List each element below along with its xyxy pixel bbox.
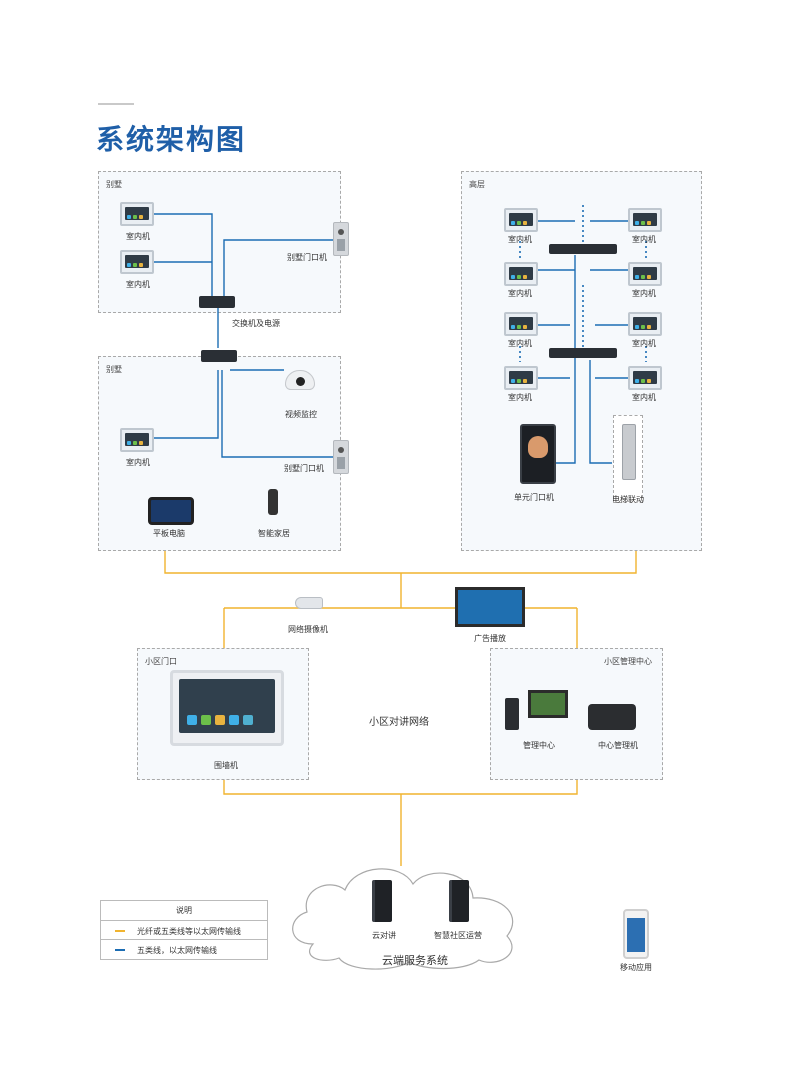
indoor-label: 室内机	[508, 235, 532, 244]
mgmt-center-label: 管理中心	[523, 741, 555, 750]
title-rule	[98, 103, 134, 105]
management-console-icon	[588, 704, 636, 730]
switch-power-label: 交换机及电源	[232, 319, 280, 328]
indoor-label: 室内机	[508, 289, 532, 298]
network-switch-icon	[199, 296, 235, 308]
indoor-monitor-icon	[120, 428, 154, 452]
legend: 说明 光纤或五类线等以太网传输线 五类线，以太网传输线	[100, 900, 268, 960]
network-camera-label: 网络摄像机	[288, 625, 328, 634]
indoor-monitor-icon	[504, 208, 538, 232]
network-switch-icon	[549, 348, 617, 358]
indoor-label: 室内机	[126, 458, 150, 467]
indoor-monitor-icon	[504, 312, 538, 336]
fiber-lines	[164, 551, 637, 866]
indoor-monitor-icon	[120, 250, 154, 274]
server-icon	[372, 880, 392, 922]
indoor-label: 室内机	[632, 289, 656, 298]
dotted-links	[519, 205, 647, 362]
fence-terminal-icon	[170, 670, 284, 746]
page-title: 系统架构图	[96, 123, 247, 156]
indoor-monitor-icon	[628, 312, 662, 336]
face-recognition-door-icon	[520, 424, 556, 484]
elevator-label: 电梯联动	[612, 495, 644, 504]
panel-label-villa-top: 别墅	[106, 180, 122, 189]
tablet-icon	[148, 497, 194, 525]
mobile-phone-icon	[623, 909, 649, 959]
indoor-label: 室内机	[632, 339, 656, 348]
indoor-monitor-icon	[628, 208, 662, 232]
villa-door-station-icon	[333, 440, 349, 474]
panel-label-gate: 小区门口	[145, 657, 177, 666]
mobile-app-label: 移动应用	[620, 963, 652, 972]
unit-door-label: 单元门口机	[514, 493, 554, 502]
indoor-monitor-icon	[504, 262, 538, 286]
elevator-panel-icon	[613, 415, 643, 503]
indoor-label: 室内机	[632, 393, 656, 402]
cloud-intercom-label: 云对讲	[372, 931, 396, 940]
villa-door-label: 别墅门口机	[287, 253, 327, 262]
pc-monitor-icon	[528, 690, 568, 718]
legend-text-fiber: 光纤或五类线等以太网传输线	[137, 927, 241, 936]
panel-label-highrise: 高层	[469, 180, 485, 189]
ad-display-icon	[455, 587, 525, 627]
indoor-monitor-icon	[628, 262, 662, 286]
legend-row-fiber: 光纤或五类线等以太网传输线	[101, 920, 267, 941]
server-icon	[449, 880, 469, 922]
center-mgmt-unit-label: 中心管理机	[598, 741, 638, 750]
indoor-monitor-icon	[504, 366, 538, 390]
legend-swatch-fiber	[115, 930, 125, 932]
smart-home-phone-icon	[268, 489, 278, 515]
villa-door-label: 别墅门口机	[284, 464, 324, 473]
video-surveillance-label: 视频监控	[285, 410, 317, 419]
panel-label-villa-bottom: 别墅	[106, 365, 122, 374]
indoor-label: 室内机	[508, 339, 532, 348]
legend-swatch-cat5	[115, 949, 125, 951]
pc-tower-icon	[505, 698, 519, 730]
indoor-label: 室内机	[508, 393, 532, 402]
panel-villa-top	[98, 171, 341, 313]
panel-highrise	[461, 171, 702, 551]
smart-home-label: 智能家居	[258, 529, 290, 538]
legend-title: 说明	[176, 906, 192, 915]
panel-label-mgmt: 小区管理中心	[604, 657, 652, 666]
intercom-network-label: 小区对讲网络	[369, 717, 429, 728]
network-switch-icon	[549, 244, 617, 254]
network-switch-icon	[201, 350, 237, 362]
indoor-label: 室内机	[126, 280, 150, 289]
tablet-label: 平板电脑	[153, 529, 185, 538]
cat5-lines	[152, 213, 628, 464]
indoor-monitor-icon	[628, 366, 662, 390]
indoor-monitor-icon	[120, 202, 154, 226]
bullet-camera-icon	[295, 597, 323, 609]
indoor-label: 室内机	[126, 232, 150, 241]
smart-community-ops-label: 智慧社区运营	[434, 931, 482, 940]
cloud-service-label: 云端服务系统	[382, 954, 448, 967]
indoor-label: 室内机	[632, 235, 656, 244]
fence-unit-label: 围墙机	[214, 761, 238, 770]
villa-door-station-icon	[333, 222, 349, 256]
legend-text-cat5: 五类线，以太网传输线	[137, 946, 217, 955]
ad-display-label: 广告播放	[474, 634, 506, 643]
legend-row-cat5: 五类线，以太网传输线	[101, 939, 267, 960]
dome-camera-icon	[285, 370, 315, 390]
